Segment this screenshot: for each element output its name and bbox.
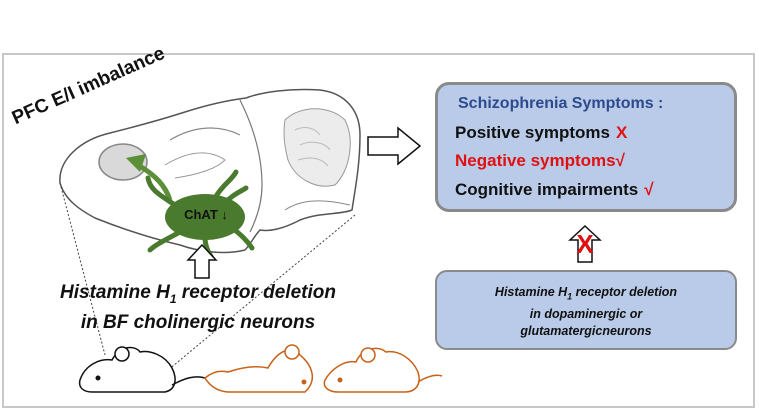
cross-mark: X	[615, 123, 628, 142]
caption-text: Histamine H	[60, 282, 170, 303]
h1-box-line-2: in dopaminergic or	[529, 306, 643, 321]
caption-text: receptor deletion	[176, 282, 336, 303]
positive-symptoms-label: Positive symptoms	[455, 123, 610, 142]
pfc-region	[98, 143, 148, 181]
up-arrow-blocked	[568, 224, 602, 263]
h1-box-subscript: 1	[567, 291, 573, 302]
schizophrenia-symptoms-box: Schizophrenia Symptoms : Positive sympto…	[435, 82, 737, 212]
bf-deletion-caption: Histamine H1 receptor deletion in BF cho…	[18, 281, 378, 335]
cognitive-impairments-label: Cognitive impairments	[455, 180, 639, 199]
negative-symptoms-label: Negative symptoms	[455, 151, 616, 170]
h1-deletion-box: Histamine H1 receptor deletion in dopami…	[435, 270, 737, 350]
positive-symptoms-line: Positive symptoms X	[455, 123, 627, 143]
check-mark: √	[615, 151, 625, 170]
chat-text: ChAT	[184, 207, 218, 222]
dotted-guide	[149, 214, 356, 386]
mouse-black	[78, 346, 206, 393]
mouse-orange-2-eye	[337, 377, 343, 383]
h1-box-text: Histamine H	[494, 285, 568, 299]
caption-line-2: in BF cholinergic neurons	[80, 311, 316, 333]
h1-box-text: receptor deletion	[572, 285, 678, 299]
negative-symptoms-line: Negative symptoms√	[455, 151, 625, 171]
mouse-orange-2	[323, 347, 443, 393]
symptoms-title: Schizophrenia Symptoms :	[458, 95, 664, 112]
check-mark: √	[644, 180, 654, 199]
down-arrow-icon: ↓	[221, 207, 228, 222]
up-arrow-outline	[186, 243, 218, 279]
brain-structure-line	[164, 152, 226, 179]
cerebellum-folds	[294, 127, 331, 167]
mouse-black-eye	[95, 375, 101, 381]
h1-box-line-3: glutamatergicneurons	[520, 323, 652, 338]
caption-line-1: Histamine H1 receptor deletion	[18, 281, 378, 311]
dotted-guide	[59, 182, 106, 356]
right-arrow-outline	[367, 126, 422, 166]
brain-structure-line	[284, 200, 351, 211]
caption-subscript: 1	[169, 291, 177, 306]
blocked-cross-mark: X	[576, 229, 594, 259]
projection-arrow	[136, 162, 173, 201]
mouse-orange-1-eye	[301, 379, 307, 385]
chat-neuron-body	[165, 194, 245, 240]
mouse-orange-1	[204, 344, 314, 393]
h1-box-line-1: Histamine H1 receptor deletion	[437, 284, 735, 306]
projection-arrowhead	[126, 154, 146, 172]
brain-structure-line	[169, 127, 241, 141]
brain-structure-line	[239, 99, 263, 233]
chat-label: ChAT ↓	[166, 207, 246, 222]
cognitive-impairments-line: Cognitive impairments √	[455, 180, 654, 200]
